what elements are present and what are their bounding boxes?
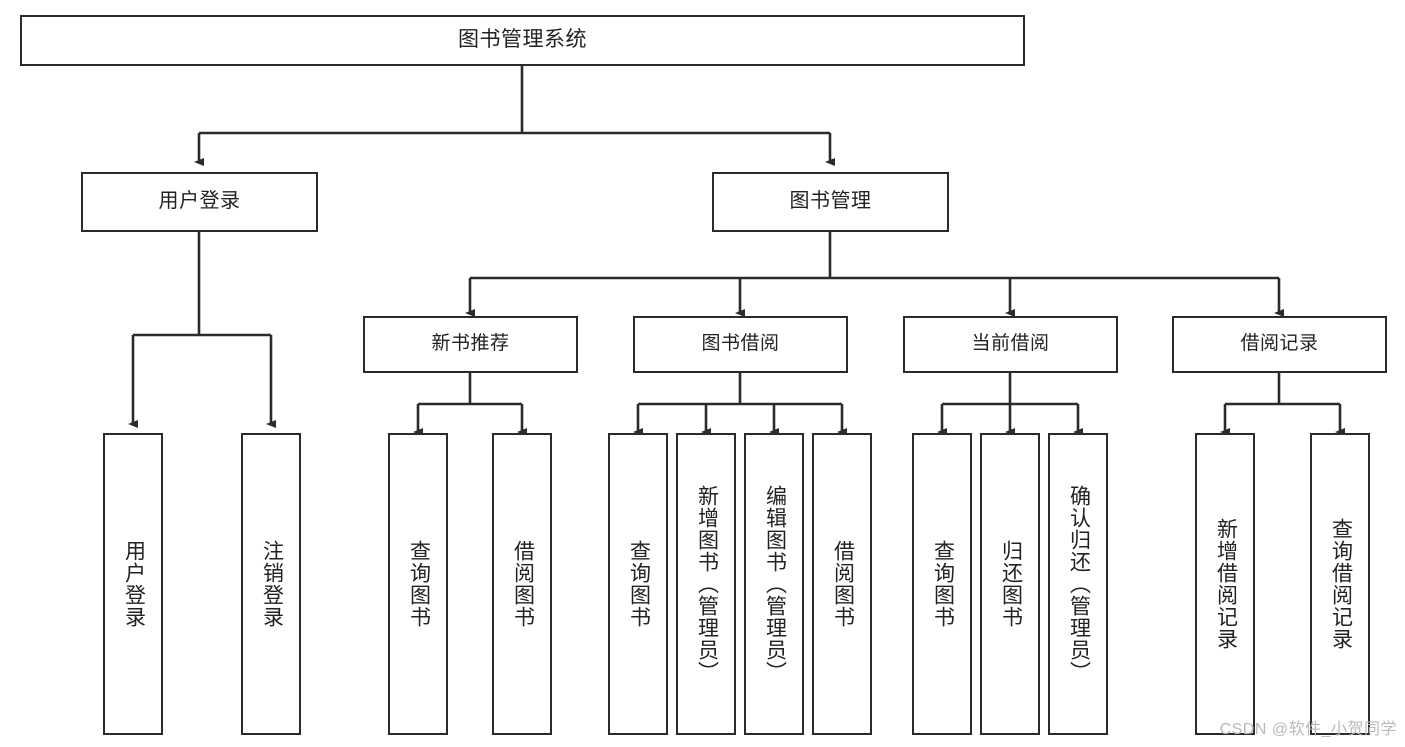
leaf-book-borrow-add-book[interactable]: 新增图书（管理员） [676, 433, 736, 735]
leaf-new-book-borrow-book[interactable]: 借阅图书 [492, 433, 552, 735]
node-new-book-recommend[interactable]: 新书推荐 [363, 316, 578, 373]
node-book-borrow-label: 图书借阅 [701, 333, 780, 355]
leaf-book-borrow-borrow-book-label: 借阅图书 [831, 540, 855, 628]
node-user-login[interactable]: 用户登录 [81, 172, 318, 232]
leaf-book-borrow-borrow-book[interactable]: 借阅图书 [812, 433, 872, 735]
leaf-borrow-records-add-record-label: 新增借阅记录 [1214, 518, 1238, 650]
leaf-book-borrow-query-book-label: 查询图书 [627, 540, 651, 628]
node-book-borrow[interactable]: 图书借阅 [633, 316, 848, 373]
leaf-new-book-query-book[interactable]: 查询图书 [388, 433, 448, 735]
leaf-book-borrow-query-book[interactable]: 查询图书 [608, 433, 668, 735]
leaf-borrow-records-add-record[interactable]: 新增借阅记录 [1195, 433, 1255, 735]
leaf-current-borrow-confirm-return[interactable]: 确认归还（管理员） [1048, 433, 1108, 735]
node-book-management-label: 图书管理 [789, 190, 872, 213]
leaf-current-borrow-return-book[interactable]: 归还图书 [980, 433, 1040, 735]
leaf-user-login-login-label: 用户登录 [122, 540, 146, 628]
node-borrow-records-label: 借阅记录 [1240, 333, 1319, 355]
node-root-system[interactable]: 图书管理系统 [20, 15, 1025, 66]
node-current-borrow[interactable]: 当前借阅 [903, 316, 1118, 373]
leaf-book-borrow-edit-book-label: 编辑图书（管理员） [763, 485, 787, 683]
node-user-login-label: 用户登录 [158, 190, 241, 213]
node-current-borrow-label: 当前借阅 [971, 333, 1050, 355]
node-book-management[interactable]: 图书管理 [712, 172, 949, 232]
leaf-new-book-borrow-book-label: 借阅图书 [511, 540, 535, 628]
leaf-current-borrow-return-book-label: 归还图书 [999, 540, 1023, 628]
leaf-book-borrow-edit-book[interactable]: 编辑图书（管理员） [744, 433, 804, 735]
leaf-current-borrow-query-book[interactable]: 查询图书 [912, 433, 972, 735]
leaf-current-borrow-confirm-return-label: 确认归还（管理员） [1067, 485, 1091, 683]
leaf-borrow-records-query-record[interactable]: 查询借阅记录 [1310, 433, 1370, 735]
leaf-borrow-records-query-record-label: 查询借阅记录 [1329, 518, 1353, 650]
leaf-user-login-logout[interactable]: 注销登录 [241, 433, 301, 735]
watermark-text: CSDN @软件_小贺同学 [1219, 721, 1397, 738]
leaf-book-borrow-add-book-label: 新增图书（管理员） [695, 485, 719, 683]
node-borrow-records[interactable]: 借阅记录 [1172, 316, 1387, 373]
leaf-new-book-query-book-label: 查询图书 [407, 540, 431, 628]
leaf-user-login-login[interactable]: 用户登录 [103, 433, 163, 735]
leaf-user-login-logout-label: 注销登录 [260, 540, 284, 628]
node-root-system-label: 图书管理系统 [458, 28, 587, 52]
leaf-current-borrow-query-book-label: 查询图书 [931, 540, 955, 628]
node-new-book-recommend-label: 新书推荐 [431, 333, 510, 355]
